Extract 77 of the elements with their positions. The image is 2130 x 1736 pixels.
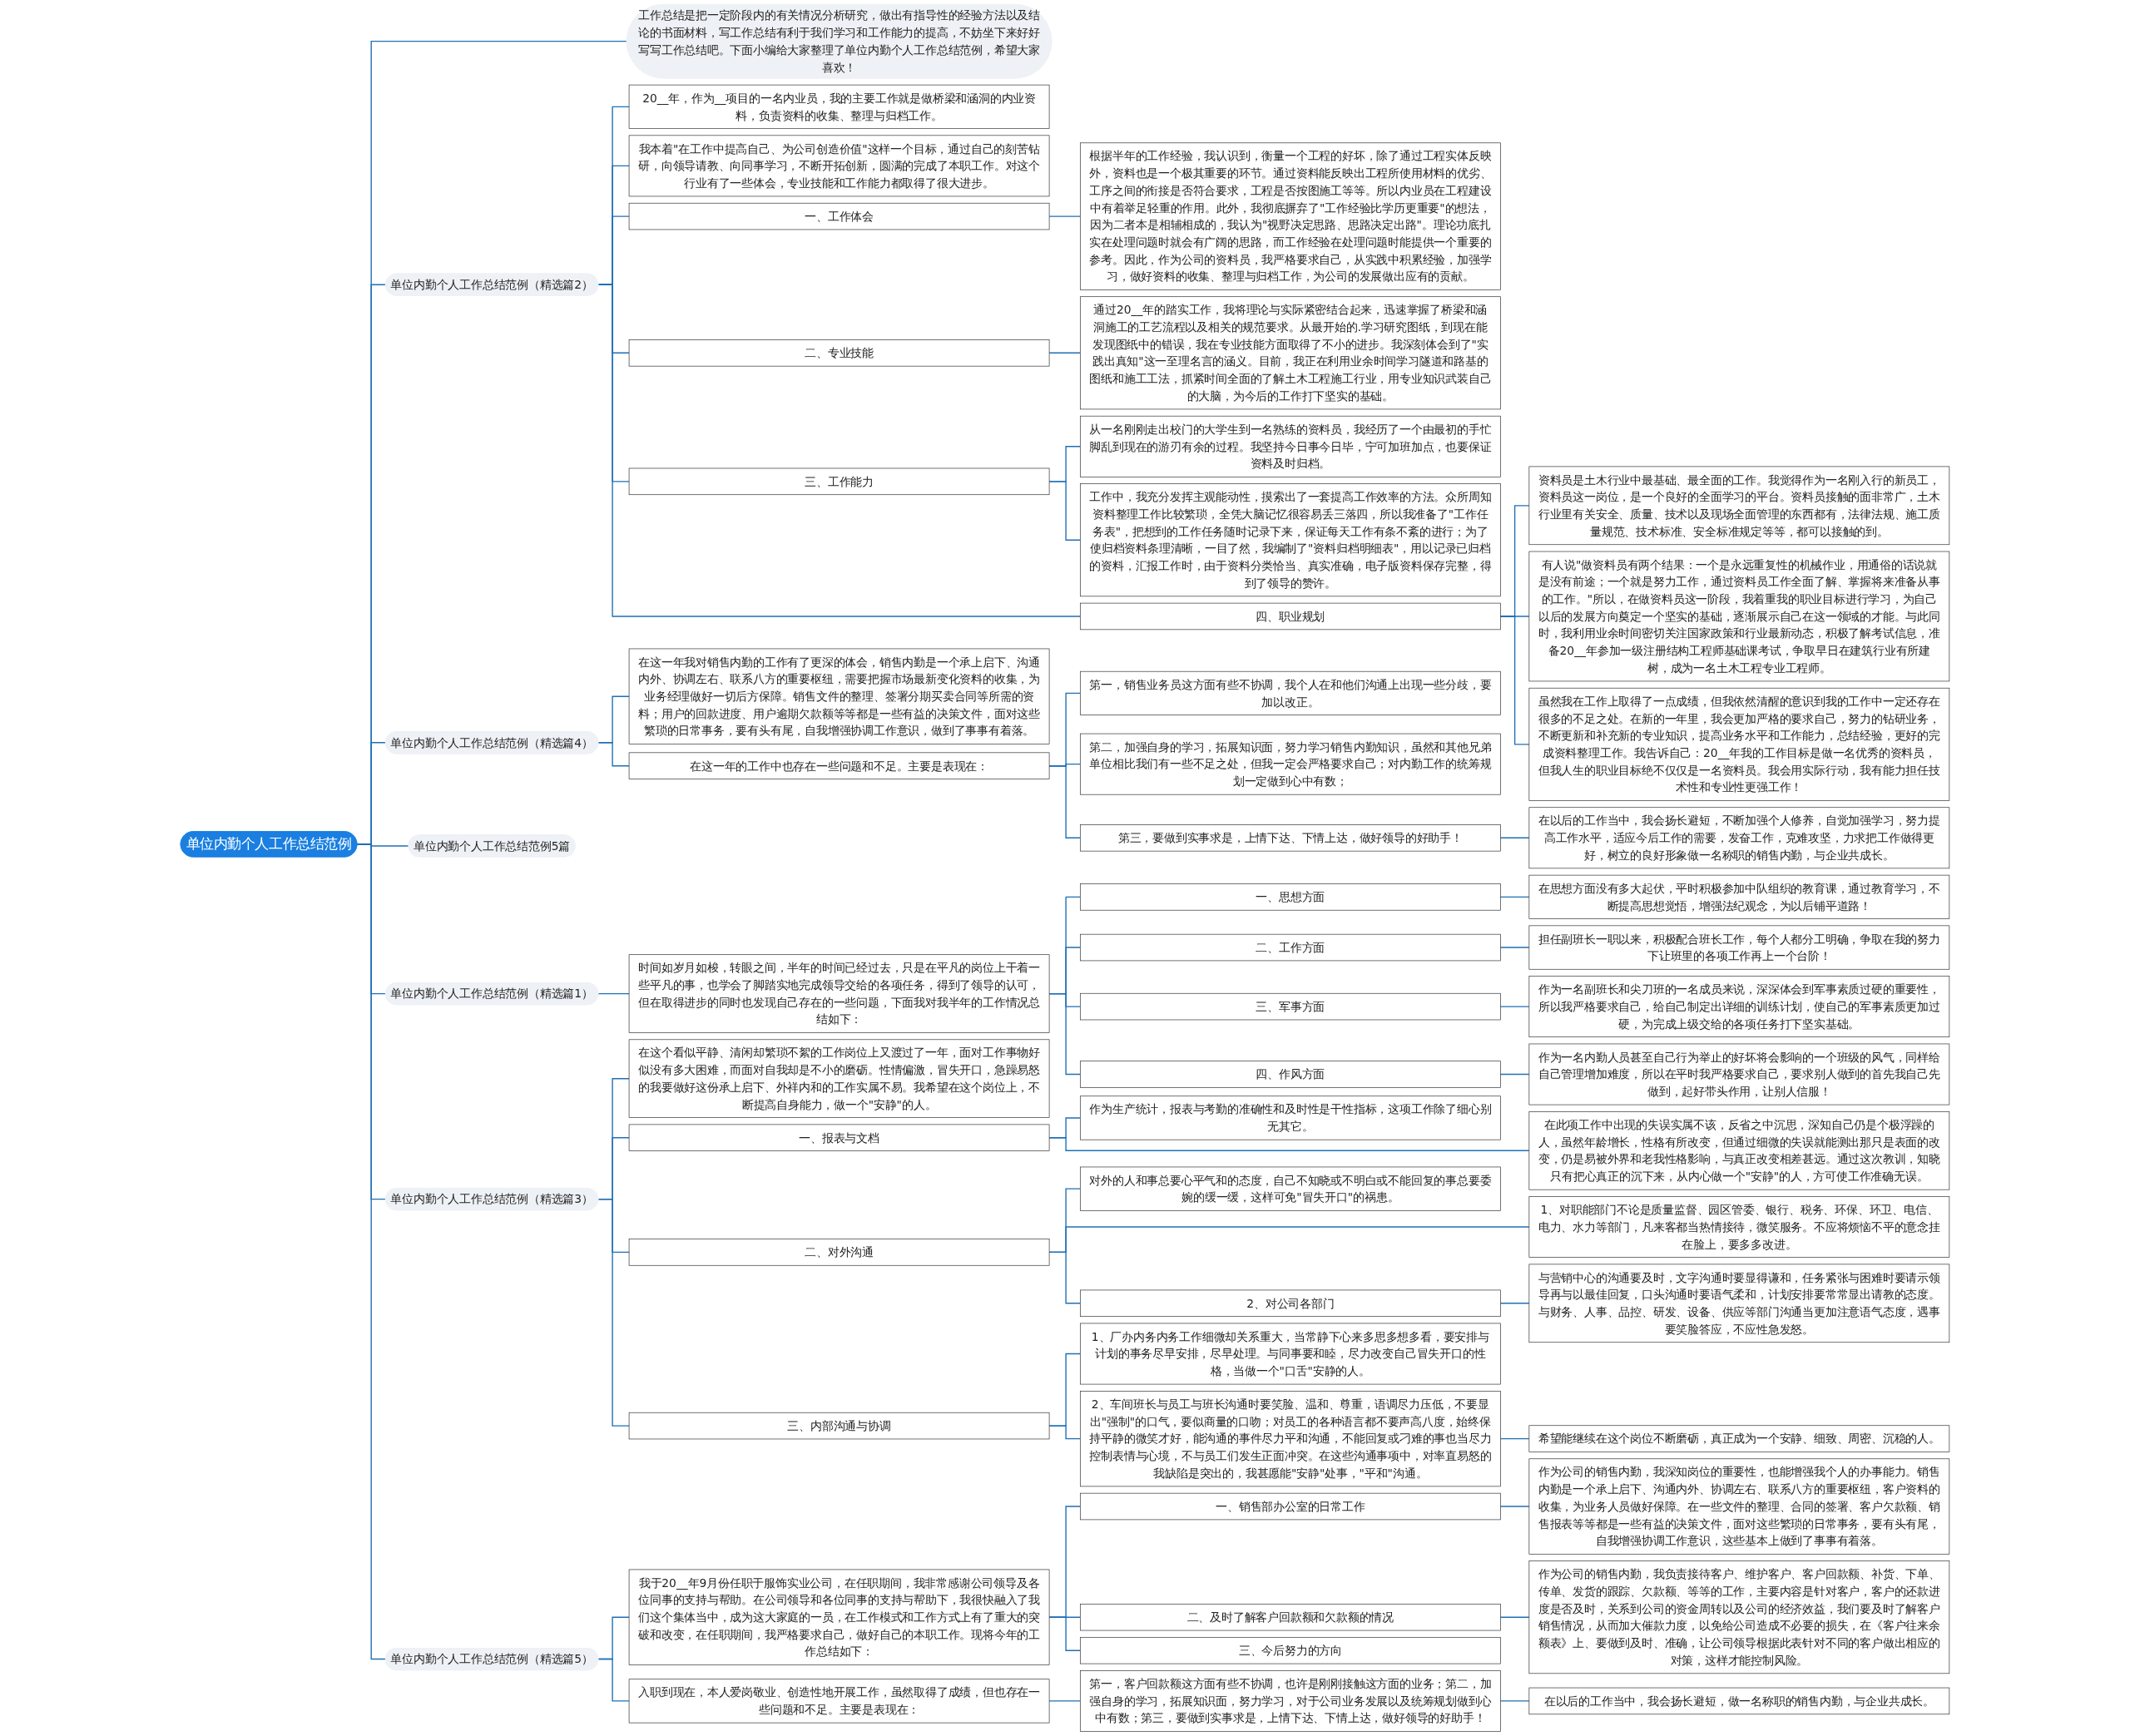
node-box: 担任副班长一职以来，积极配合班长工作，每个人都分工明确，争取在我的努力下让班里的各项工作再上一个台阶！ xyxy=(1528,925,1950,970)
connector xyxy=(597,1658,630,1702)
node-box: 在这个看似平静、清闲却繁琐不絮的工作岗位上又渡过了一年，面对工作事物好似没有多大困难，而面对自我却是不小的磨砺。性情偏激，冒失开口，急躁易怒的我要做好这份承上启下、外祥内和的工作实属不易。我希望在这个岗位上，不断提高自身能力，做一个"安静"的人。 xyxy=(628,1039,1050,1118)
node-box: 20__年，作为__项目的一名内业员，我的主要工作就是做桥梁和涵洞的内业资料，负责资料的收集、整理与归档工作。 xyxy=(628,84,1050,129)
node-box: 在此项工作中出现的失误实属不该，反省之中沉思，深知自己仍是个极浮躁的人，虽然年龄增长，性格有所改变，但通过细微的失误就能测出那只是表面的改变，仍是易被外界和老我性格影响，与真正改变相差甚远。通过这次教训，知晓只有把心真正的沉下来，从内心做一个"安静"的人，方可使工作准确无误。 xyxy=(1528,1111,1950,1190)
node-box: 三、军事方面 xyxy=(1080,992,1501,1021)
connector xyxy=(1499,616,1530,745)
node-box: 虽然我在工作上取得了一点成绩，但我依然清醒的意识到我的工作中一定还存在很多的不足之处。在新的一年里，我会更加严格的要求自己，努力的钻研业务，不断更新和补充新的专业知识，提高业务水平和工作能力，总结经验，更好的完成资料整理工作。我告诉自己：20__年我的工作目标是做一名优秀的资料员，但我人生的职业目标绝不仅仅是一名资料员。我会用实际行动，我有能力担任技术性和专业性更强工作！ xyxy=(1528,687,1950,801)
connector xyxy=(1499,1006,1530,1007)
connector xyxy=(1048,215,1081,217)
node-box: 在以后的工作当中，我会扬长避短，做一名称职的销售内勤，与企业共成长。 xyxy=(1528,1687,1950,1715)
connector xyxy=(1048,765,1081,838)
node-box: 2、车间班长与员工与班长沟通时要笑脸、温和、尊重，语调尽力压低，不要显出"强制"的口气，要似商量的口吻；对员工的各种语言都不要声高八度，始终保持平静的微笑才好，能沟通的事件尽力平和沟通，不能回复或刁难的事也当尽力控制表情与心境，不与员工们发生正面冲突。在这些沟通事项中，对率直易怒的我缺陷是突出的，我甚愿能"安静"处事，"平和"沟通。 xyxy=(1080,1391,1501,1487)
node-box: 第三，要做到实事求是，上情下达、下情上达，做好领导的好助手！ xyxy=(1080,824,1501,852)
node-box: 第一，销售业务员这方面有些不协调，我个人在和他们沟通上出现一些分歧，要加以改正。 xyxy=(1080,670,1501,715)
node-box: 作为公司的销售内勤，我深知岗位的重要性，也能增强我个人的办事能力。销售内勤是一个承上启下、沟通内外、协调左右、联系八方的重要枢纽，客户资料的收集，为业务人员做好保障。在一些文件的整理、合同的签署、客户欠款额、销售报表等等都是一些有益的决策文件，面对这些繁琐的日常事务，要有头有尾，自我增强协调工作意识，这些基本上做到了事事有着落。 xyxy=(1528,1458,1950,1555)
node-box: 希望能继续在这个岗位不断磨砺，真正成为一个安静、细致、周密、沉稳的人。 xyxy=(1528,1425,1950,1452)
node-box: 对外的人和事总要心平气和的态度，自己不知晓或不明白或不能回复的事总要委婉的缓一缓，这样可免"冒失开口"的祸患。 xyxy=(1080,1166,1501,1211)
connector xyxy=(1048,1251,1081,1304)
node-box: 资料员是土木行业中最基础、最全面的工作。我觉得作为一名刚入行的新员工，资料员这一岗位，是一个良好的全面学习的平台。资料员接触的面非常广，土木行业里有关安全、质量、技术以及现场全面管理的东西都有，法律法规、施工质量规范、技术标准、安全标准规定等等，都可以接触的到。 xyxy=(1528,466,1950,546)
node-box: 第一，客户回款额这方面有些不协调，也许是刚刚接触这方面的业务；第二，加强自身的学习，拓展知识面，努力学习，对于公司业务发展以及统筹规划做到心中有数；第三，要做到实事求是，上情下达、下情上达，做好领导的好助手！ xyxy=(1080,1670,1501,1732)
node-box: 工作中，我充分发挥主观能动性，摸索出了一套提高工作效率的方法。众所周知资料整理工作比较繁琐，全凭大脑记忆很容易丢三落四，所以我准备了"工作任务表"，把想到的工作任务随时记录下来，保证每天工作有条不紊的进行；为了使归档资料条理清晰，一目了然，我编制了"资料归档明细表"，用以记录已归档的资料，汇报工作时，由于资料分类恰当、真实准确，电子版资料保存完整，得到了领导的赞许。 xyxy=(1080,483,1501,597)
connector xyxy=(356,843,387,1660)
node-box: 第二，加强自身的学习，拓展知识面，努力学习销售内勤知识，虽然和其他兄弟单位相比我们有一些不足之处，但我一定会严格要求自己；对内勤工作的统筹规划一定做到心中有数； xyxy=(1080,733,1501,795)
connector xyxy=(1048,1425,1081,1440)
connector xyxy=(1048,481,1081,541)
node-box: 在这一年的工作中也存在一些问题和不足。主要是表现在： xyxy=(628,752,1050,779)
node-box: 二、对外沟通 xyxy=(628,1239,1050,1266)
node-box: 一、销售部办公室的日常工作 xyxy=(1080,1492,1501,1521)
node-box: 从一名刚刚走出校门的大学生到一名熟练的资料员，我经历了一个由最初的手忙脚乱到现在的游刃有余的过程。我坚持今日事今日毕，宁可加班加点，也要保证资料及时归档。 xyxy=(1080,415,1501,477)
connector xyxy=(1499,1437,1530,1440)
node-box: 三、工作能力 xyxy=(628,467,1050,496)
node-box: 三、内部沟通与协调 xyxy=(628,1412,1050,1440)
node-box: 时间如岁月如梭，转眼之间，半年的时间已经过去，只是在平凡的岗位上干着一些平凡的事，也学会了脚踏实地完成领导交给的各项任务，得到了领导的认可，但在取得进步的同时也发现自己存在的一些问题，下面我对我半年的工作情况总结如下： xyxy=(628,954,1050,1033)
connector xyxy=(1499,1700,1530,1702)
connector xyxy=(597,992,630,995)
connector xyxy=(597,1198,630,1427)
connector xyxy=(1048,1616,1081,1651)
node-box: 通过20__年的踏实工作，我将理论与实际紧密结合起来，迅速掌握了桥梁和涵洞施工的工艺流程以及相关的规范要求。从最开始的.学习研究图纸，到现在能发现图纸中的错误，我在专业技能方面取得了不小的进步。我深刻体会到了"实践出真知"这一至理名言的涵义。目前，我正在利用业余时间学习隧道和路基的图纸和施工工法，抓紧时间全面的了解土木工程施工行业，用专业知识武装自己的大脑，为今后的工作打下坚实的基础。 xyxy=(1080,296,1501,410)
node-box: 作为公司的销售内勤，我负责接待客户、维护客户、客户回款额、补货、下单、传单、发货的跟踪、欠款额、等等的工作，主要内容是针对客户，客户的还款进度是否及时，关系到公司的资金周转以及公司的经济效益，我们要及时了解客户销售情况，从而加大催款力度，以免给公司造成不必要的损失，在《客户往来余额表》上、要做到及时、准确，让公司领导根据此表针对不同的客户做出相应的对策，这样才能控制风险。 xyxy=(1528,1560,1950,1674)
node-box: 我本着"在工作中提高自己、为公司创造价值"这样一个目标，通过自己的刻苦钻研，向领导请教、向同事学习，不断开拓创新，圆满的完成了本职工作。对这个行业有了一些体会，专业技能和工作能力都取得了很大进步。 xyxy=(628,135,1050,197)
connector xyxy=(1499,896,1530,898)
connector xyxy=(1499,947,1530,948)
node-box: 在这一年我对销售内勤的工作有了更深的体会，销售内勤是一个承上启下、沟通内外、协调左右、联系八方的重要枢纽，需要把握市场最新变化资料的收集，为业务经理做好一切后方保障。销售文件的整理、签署分期买卖合同等所需的资料；用户的回款进度、用户逾期欠款额等等都是一些有益的决策文件，面对这些繁琐的日常事务，要有头有尾，自我增强协调工作意识，做到了事事有着落。 xyxy=(628,648,1050,744)
node-box: 与营销中心的沟通要及时，文字沟通时要显得谦和，任务紧张与困难时要请示领导再与以最佳回复，口头沟通时要语气柔和，计划安排要常常显出请教的态度。与财务、人事、品控、研发、设备、供应等部门沟通当更加注意语气态度，遇事要笑脸答应，不应性急发怒。 xyxy=(1528,1264,1950,1343)
node-box: 作为一名副班长和尖刀班的一名成员来说，深深体会到军事素质过硬的重要性，所以我严格要求自己，给自己制定出详细的训练计划，使自己的军事素质更加过硬，为完成上级交给的各项任务打下坚实基础。 xyxy=(1528,976,1950,1038)
node-box: 作为一名内勤人员甚至自己行为举止的好坏将会影响的一个班级的风气，同样给自己管理增加难度，所以在平时我严格要求自己，要求别人做到的首先我自己先做到，起好带头作用，让别人信服！ xyxy=(1528,1043,1950,1105)
connector xyxy=(1499,837,1530,838)
node-box: 二、专业技能 xyxy=(628,339,1050,367)
node-box: 一、报表与文档 xyxy=(628,1124,1050,1151)
node-box: 入职到现在，本人爱岗敬业、创造性地开展工作，虽然取得了成绩，但也存在一些问题和不足。主要是表现在： xyxy=(628,1679,1050,1724)
connector xyxy=(1048,1137,1530,1151)
connector xyxy=(1048,352,1081,354)
node-box: 1、对职能部门不论是质量监督、园区管委、银行、税务、环保、环卫、电信、电力、水力等部门，凡来客都当热情接待，微笑服务。不应将烦恼不平的意念挂在脸上，要多多改进。 xyxy=(1528,1196,1950,1258)
connector xyxy=(1499,1073,1530,1076)
node-box: 有人说"做资料员有两个结果：一个是永远重复性的机械作业，用通俗的话说就是没有前途；一个就是努力工作，通过资料员工作全面了解、掌握将来准备从事的工作。"所以，在做资料员这一阶段，我着重我的职业目标进行学习，为自己以后的发展方向奠定一个坚实的基础，逐渐展示自己在这一领域的才能。与此同时，我利用业余时间密切关注国家政策和行业最新动态，积极了解考试信息，准备20__年参加一级注册结构工程师基础课考试，争取早日在建筑行业有所建树，成为一名土木工程专业工程师。 xyxy=(1528,551,1950,682)
node-box: 我于20__年9月份任职于服饰实业公司，在任职期间，我非常感谢公司领导及各位同事的支持与帮助。在公司领导和各位同事的支持与帮助下，我很快融入了我们这个集体当中，成为这大家庭的一员，在工作模式和工作方式上有了重大的突破和改变，在任职期间，我严格要求自己，做好自己的本职工作。现将今年的工作总结如下： xyxy=(628,1569,1050,1665)
connector xyxy=(1499,1506,1530,1507)
node-box: 四、职业规划 xyxy=(1080,602,1501,631)
connector xyxy=(1048,1700,1081,1702)
node-box: 四、作风方面 xyxy=(1080,1061,1501,1088)
node-box: 作为生产统计，报表与考勤的准确性和及时性是干性指标，这项工作除了细心别无其它。 xyxy=(1080,1096,1501,1140)
node-box: 在思想方面没有多大起伏，平时积极参加中队组织的教育课，通过教育学习，不断提高思想觉悟，增强法纪观念，为以后铺平道路！ xyxy=(1528,874,1950,919)
node-box: 三、今后努力的方向 xyxy=(1080,1637,1501,1664)
node-box: 2、对公司各部门 xyxy=(1080,1289,1501,1317)
node-box: 一、工作体会 xyxy=(628,202,1050,230)
node-box: 二、及时了解客户回款额和欠款额的情况 xyxy=(1080,1603,1501,1631)
node-box: 一、思想方面 xyxy=(1080,883,1501,911)
node-box: 二、工作方面 xyxy=(1080,933,1501,962)
connector xyxy=(1499,1303,1530,1304)
node-box: 1、厂办内务内务工作细微却关系重大，当常静下心来多思多想多看，要安排与计划的事务尽早安排，尽早处理。与同事要和睦，尽力改变自己冒失开口的性格，当做一个"口舌"安静的人。 xyxy=(1080,1323,1501,1385)
connector xyxy=(1499,1616,1530,1618)
connector xyxy=(597,742,630,767)
connector xyxy=(1048,992,1081,1076)
node-box: 根据半年的工作经验，我认识到，衡量一个工程的好坏，除了通过工程实体反映外，资料也是一个极其重要的环节。通过资料能反映出工程所使用材料的优劣、工序之间的衔接是否符合要求，工程是否按图施工等等。所以内业员在工程建设中有着举足轻重的作用。此外，我彻底摒弃了"工作经验比学历更重要"的想法，因为二者本是相辅相成的，我认为"视野决定思路、思路决定出路"。理论功底扎实在处理问题时就会有广阔的思路，而工作经验在处理问题时能提供一个重要的参考。因此，作为公司的资料员，我严格要求自己，从实践中积累经验，加强学习，做好资料的收集、整理与归档工作，为公司的发展做出应有的贡献。 xyxy=(1080,142,1501,290)
connector xyxy=(597,284,1081,617)
node-box: 在以后的工作当中，我会扬长避短，不断加强个人修养，自觉加强学习，努力提高工作水平，适应今后工作的需要，发奋工作，克难攻坚，力求把工作做得更好，树立的良好形象做一名称职的销售内勤，与企业共成长。 xyxy=(1528,807,1950,869)
